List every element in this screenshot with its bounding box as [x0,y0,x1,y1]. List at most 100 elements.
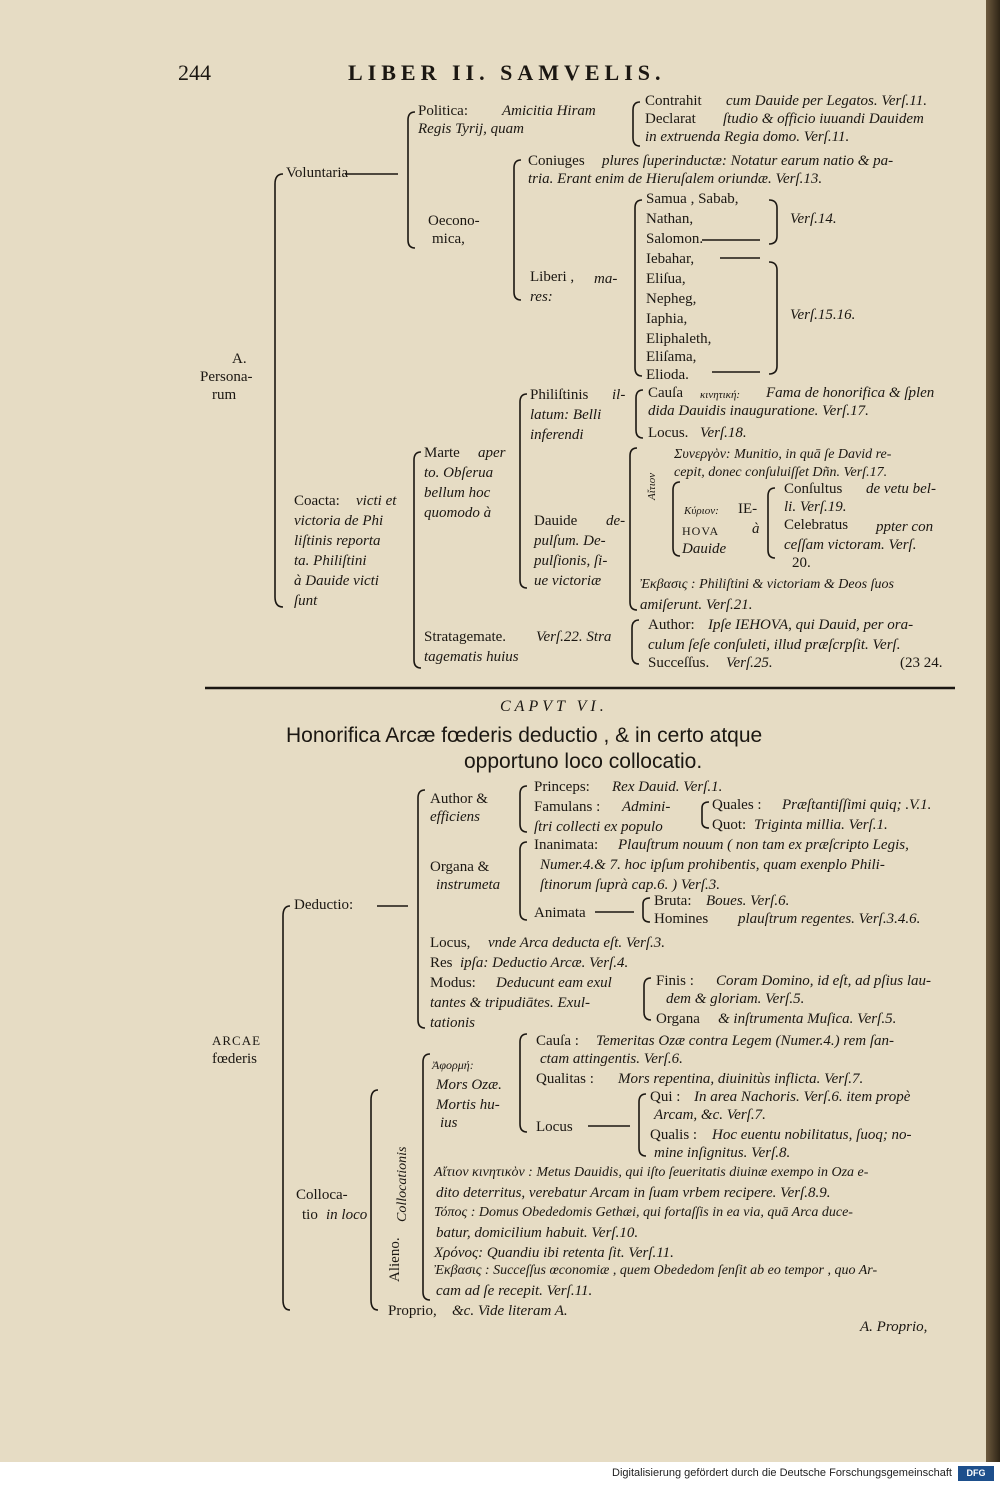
contrahit-head: Contrahit [645,93,702,109]
coacta-desc: à Dauide victi [294,573,379,589]
coacta-desc: victoria de Phi [294,513,384,529]
coniuges-head: Coniuges [528,153,585,169]
bracket [413,451,422,669]
author-head: Author: [648,617,695,633]
philistinis-desc: latum: Belli [530,407,602,423]
organa-head: Organa & [430,859,490,875]
locus-desc: Verſ.18. [700,425,747,441]
chapter-label: CAPVT VI. [500,698,608,715]
alieno-label: Alieno. [387,1237,403,1282]
marte-head: Marte [424,445,460,461]
declarat-desc: in extruenda Regia domo. Verſ.11. [645,129,850,145]
bracket [417,789,426,1029]
footer-text: Digitalisierung gefördert durch die Deut… [612,1467,952,1479]
princeps-head: Princeps: [534,779,590,795]
collocatio-head: Colloca- [296,1187,348,1203]
consultus-head: Conſultus [784,481,843,497]
inanimata-desc: Numer.4.& 7. hoc ipſum prohibentis, quam… [540,857,885,873]
author-head: Author & [430,791,488,807]
celebratus-desc: 20. [792,555,811,571]
coacta-desc: liſtinis reporta [294,533,381,549]
bracket-lines [205,101,955,1311]
verse-ref: Verſ.14. [790,211,837,227]
dauide-desc: pulſum. De- [534,533,606,549]
marte-desc: to. Obſerua [424,465,494,481]
homines-head: Homines [654,911,709,927]
philistinis-head: Philiſtinis [530,387,589,403]
dauide-desc: pulſionis, ſi- [534,553,608,569]
synergon-desc: cepit, donec conſuluiſſet Dñn. Verſ.17. [674,465,888,480]
finis-desc: Coram Domino, id eſt, ad pſius lau- [716,973,932,989]
politica-desc: Regis Tyrij, quam [418,121,524,137]
dauide-desc: ue victoriæ [534,573,602,589]
bracket [629,447,638,611]
qualis-desc: Hoc euentu nobilitatus, ſuoq; no- [712,1127,912,1143]
inanimata-desc: ſtinorum ſuprà cap.6. ) Verſ.3. [540,877,720,893]
coacta-desc: ſunt [294,593,318,609]
bruta-desc: Boues. Verſ.6. [706,893,790,909]
animata-head: Animata [534,905,586,921]
collocationis-label: Collocationis [395,1146,410,1222]
famulans-desc: Admini- [622,799,671,815]
proprio-desc: &c. Vide literam A. [452,1303,568,1319]
bracket [519,1033,528,1133]
son-name: Nepheg, [646,291,697,307]
bracket [407,111,416,249]
bracket [632,101,641,147]
dauide-desc: de- [606,513,626,529]
stratagemate-desc: Verſ.22. Stra [536,629,612,645]
modus-desc: tantes & tripudiātes. Exul- [430,995,590,1011]
kyrion-name: à [752,521,760,537]
qualitas-desc: Mors repentina, diuinitùs inflicta. Verſ… [618,1071,864,1087]
oeconomica-head: mica, [432,231,465,247]
bracket [519,785,528,833]
consultus-desc: de vetu bel- [866,481,936,497]
inanimata-head: Inanimata: [534,837,599,853]
princeps-desc: Rex Dauid. Verſ.1. [612,779,723,795]
son-name: Elioda. [646,367,689,383]
bracket [635,389,644,439]
aphorme-desc: ius [440,1115,458,1131]
bracket [701,801,710,829]
causa-head: Cauſa : [536,1033,579,1049]
marte-desc: aper [478,445,506,461]
collocatio-head: tio [302,1207,318,1223]
contrahit-desc: cum Dauide per Legatos. Verſ.11. [726,93,927,109]
verse-ref: (23 24. [900,655,943,671]
successus-desc: Verſ.25. [726,655,773,671]
qui-desc: In area Nachoris. Verſ.6. item propè [694,1089,911,1105]
bracket [672,481,681,557]
bracket [513,159,522,301]
causa-desc: dida Dauidis inauguratione. Verſ.17. [648,403,869,419]
running-title: LIBER II. SAMVELIS. [348,60,666,85]
son-name: Eliphaleth, [646,331,712,347]
son-name: Salomon. [646,231,704,247]
organa-desc: & inſtrumenta Muſica. Verſ.5. [718,1011,897,1027]
declarat-desc: ſtudio & officio iuuandi Dauidem [723,111,924,127]
organa-head: instrumeta [436,877,501,893]
bracket [768,261,778,375]
book-page: 244 LIBER II. SAMVELIS. A. Persona- rum … [0,0,986,1462]
qualis-head: Qualis : [650,1127,698,1143]
res-head: Res [430,955,453,971]
celebratus-desc: ceſſam victoram. Verſ. [784,537,917,553]
chapter-title: opportuno loco collocatio. [464,750,703,773]
mares-label: ma- [594,271,618,287]
chronos-desc: Χρόνος: Quandiu ibi retenta ſit. Verſ.11… [434,1245,674,1261]
philistinis-desc: il- [612,387,626,403]
modus-head: Modus: [430,975,476,991]
bracket [282,905,291,1311]
liberi-head: Liberi , [530,269,575,285]
author-desc: culum ſeſe conſuleti, illud præſcrpſit. … [648,637,901,653]
ekbasis-desc: Ἐκβασις : Succeſſus œconomiæ , quem Obed… [434,1263,878,1278]
famulans-head: Famulans : [534,799,601,815]
son-name: Iebahar, [646,251,695,267]
dfg-logo: DFG [958,1466,994,1481]
oeconomica-head: Oecono- [428,213,480,229]
bracket [519,841,528,921]
organa-head: Organa [656,1011,700,1027]
aition-desc: dito deterritus, verebatur Arcam in ſuam… [436,1185,831,1201]
root-label: ARCAE [212,1033,262,1048]
homines-desc: plauſtrum regentes. Verſ.3.4.6. [738,911,921,927]
celebratus-head: Celebratus [784,517,849,533]
